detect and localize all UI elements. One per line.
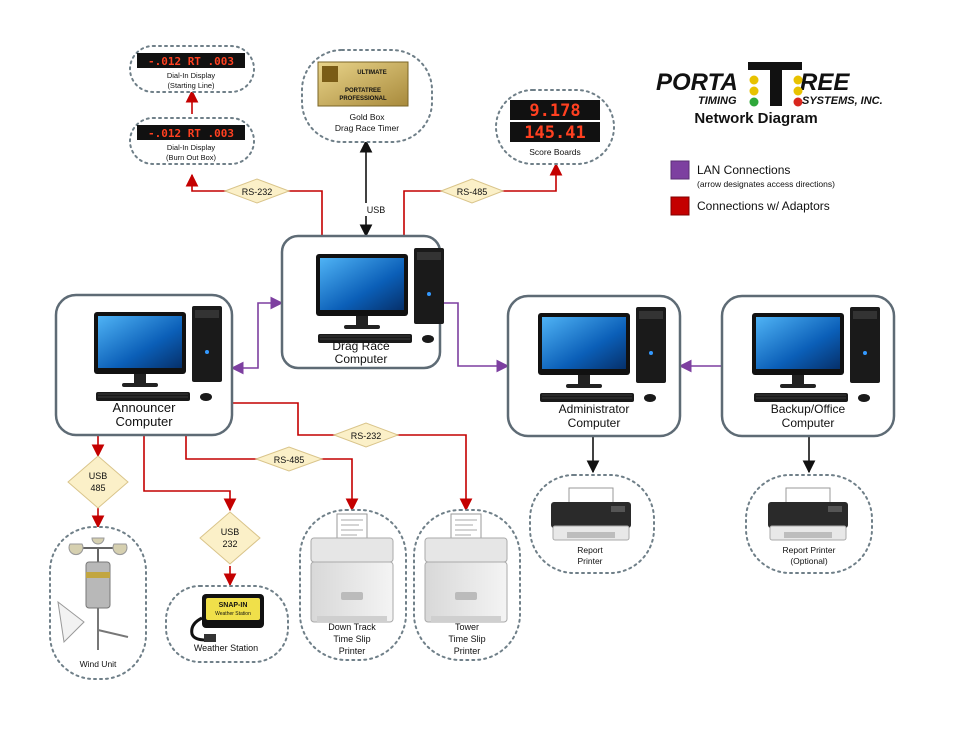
- tower-line1: Tower: [455, 622, 479, 632]
- link-announcer-downtrack-printer: [185, 435, 359, 512]
- drag-race-computer: Drag Race Computer: [280, 234, 445, 370]
- dialin-start-led: -.012 RT .003: [148, 55, 234, 68]
- rs485-adaptor-mid: RS-485: [254, 446, 324, 472]
- logo-tagline-right: SYSTEMS, INC.: [802, 95, 883, 107]
- link-dragrace-administrator: [440, 302, 510, 373]
- administrator-line1: Administrator: [559, 402, 630, 416]
- usb485-line2: 485: [90, 483, 105, 493]
- dial-in-display-starting-line: -.012 RT .003 Dial-In Display (Starting …: [129, 45, 255, 93]
- down-track-line3: Printer: [339, 646, 366, 656]
- dialin-burnout-led: -.012 RT .003: [148, 127, 234, 140]
- gold-box-line2: Drag Race Timer: [335, 123, 399, 133]
- usb-top-label: USB: [367, 205, 386, 215]
- weather-station: SNAP-IN Weather Station Weather Station: [165, 585, 289, 663]
- down-track-line1: Down Track: [328, 622, 376, 632]
- link-announcer-tower-printer: [232, 402, 473, 512]
- rs232-top-label: RS-232: [242, 187, 273, 197]
- backup-office-computer: Backup/Office Computer: [720, 294, 896, 438]
- usb485-adaptor: USB 485: [67, 455, 129, 509]
- dialin-burnout-line2: (Burn Out Box): [166, 153, 217, 162]
- announcer-line1: Announcer: [113, 400, 177, 415]
- anemometer-icon: [57, 537, 129, 650]
- tower-printer: Tower Time Slip Printer: [413, 509, 521, 661]
- usb232-line1: USB: [221, 527, 240, 537]
- legend: LAN Connections (arrow designates access…: [670, 160, 835, 216]
- logo-wordmark-left: PORTA: [656, 69, 738, 96]
- rs485-mid-label: RS-485: [274, 455, 305, 465]
- wind-unit-label: Wind Unit: [80, 659, 117, 669]
- dial-in-display-burn-out-box: -.012 RT .003 Dial-In Display (Burn Out …: [129, 117, 255, 165]
- administrator-computer: Administrator Computer: [506, 294, 682, 438]
- rs485-top-label: RS-485: [457, 187, 488, 197]
- dialin-start-line2: (Starting Line): [167, 81, 215, 90]
- rs232-adaptor-top: RS-232: [223, 178, 291, 204]
- dialin-start-line1: Dial-In Display: [167, 71, 216, 80]
- gold-box-plate-top: ULTIMATE: [357, 70, 386, 76]
- announcer-line2: Computer: [115, 414, 173, 429]
- score-boards: 9.178 145.41 Score Boards: [495, 89, 615, 165]
- backup-line1: Backup/Office: [771, 402, 846, 416]
- report-printer-opt-line2: (Optional): [790, 556, 827, 566]
- report-printer-line1: Report: [577, 545, 603, 555]
- gold-box-light-panel: [322, 66, 338, 82]
- report-printer: Report Printer: [529, 474, 655, 574]
- tree-light-icon: [748, 62, 803, 107]
- rs232-adaptor-mid: RS-232: [332, 422, 400, 448]
- drag-race-line2: Computer: [335, 352, 388, 366]
- logo-wordmark-right: REE: [800, 69, 850, 96]
- legend-lan-sublabel: (arrow designates access directions): [697, 179, 835, 189]
- usb232-adaptor: USB 232: [199, 511, 261, 565]
- down-track-line2: Time Slip: [333, 634, 370, 644]
- lan-swatch: [670, 160, 690, 180]
- logo-tagline-left: TIMING: [698, 95, 737, 107]
- gold-box-plate-brand: PORTATREE: [345, 88, 381, 94]
- dialin-burnout-line1: Dial-In Display: [167, 143, 216, 152]
- score-boards-label: Score Boards: [529, 147, 581, 157]
- diagram-title: Network Diagram: [694, 110, 817, 127]
- link-dragrace-announcer: [230, 296, 284, 375]
- scoreboard-led-2: 145.41: [524, 123, 585, 143]
- drag-race-line1: Drag Race: [332, 339, 390, 353]
- usb485-line1: USB: [89, 471, 108, 481]
- rs485-adaptor-top: RS-485: [439, 178, 505, 204]
- rs232-mid-label: RS-232: [351, 431, 382, 441]
- link-announcer-usb232: [143, 435, 237, 512]
- weather-station-icon: [190, 594, 264, 642]
- wind-unit: Wind Unit: [49, 526, 147, 680]
- announcer-computer: Announcer Computer: [54, 293, 234, 437]
- usb-label-bg: [362, 203, 386, 216]
- report-printer-opt-line1: Report Printer: [783, 545, 836, 555]
- tower-line3: Printer: [454, 646, 481, 656]
- weather-station-brand: SNAP-IN: [219, 602, 248, 609]
- gold-box-plate-bottom: PROFESSIONAL: [339, 96, 387, 102]
- administrator-line2: Computer: [568, 416, 621, 430]
- tower-line2: Time Slip: [448, 634, 485, 644]
- legend-adaptor-label: Connections w/ Adaptors: [697, 199, 830, 213]
- backup-line2: Computer: [782, 416, 835, 430]
- legend-lan-label: LAN Connections: [697, 163, 790, 177]
- scoreboard-led-1: 9.178: [529, 101, 580, 121]
- weather-station-label: Weather Station: [194, 643, 258, 653]
- down-track-printer: Down Track Time Slip Printer: [299, 509, 407, 661]
- portatree-logo: PORTA REE TIMING SYSTEMS, INC.: [656, 62, 883, 107]
- report-printer-line2: Printer: [577, 556, 602, 566]
- gold-box-line1: Gold Box: [350, 112, 386, 122]
- report-printer-optional: Report Printer (Optional): [745, 474, 873, 574]
- adaptor-swatch: [670, 196, 690, 216]
- gold-box-timer: ULTIMATE PORTATREE PROFESSIONAL Gold Box…: [301, 49, 433, 143]
- usb232-line2: 232: [222, 539, 237, 549]
- weather-station-sub: Weather Station: [215, 611, 251, 617]
